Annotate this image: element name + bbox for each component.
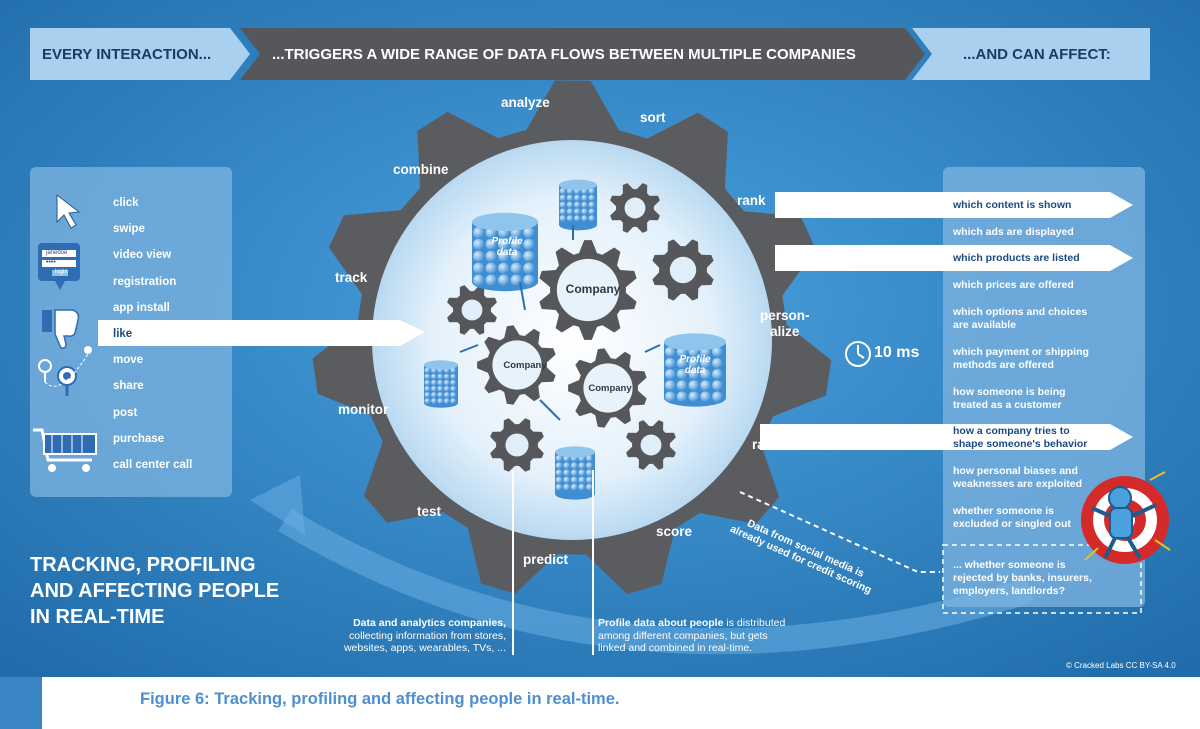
effect-item: how personal biases and weaknesses are e…: [953, 465, 1082, 490]
verb-rank: rank: [737, 193, 766, 208]
cycle-arrow: [278, 508, 1034, 655]
profile-data-label-right: Profile data: [679, 354, 711, 376]
effect-item: which ads are displayed: [953, 226, 1074, 238]
verb-track: track: [335, 270, 368, 285]
verb-combine: combine: [393, 162, 449, 177]
note-profiles-rest: is distributed among different companies…: [598, 617, 786, 654]
small-gear-left-hub: [461, 299, 483, 321]
effect-item: which products are listed: [953, 252, 1080, 264]
social-media-dashed-arrow: [739, 491, 940, 573]
data-cylinder-small-left: [424, 360, 458, 408]
banner-right-label: ...AND CAN AFFECT:: [963, 46, 1111, 63]
effect-item: which options and choices are available: [953, 306, 1088, 331]
target-icon: [1081, 471, 1171, 564]
figure-canvas: EVERY INTERACTION... ...TRIGGERS A WIDE …: [0, 0, 1200, 677]
data-cylinder-bottom: [555, 446, 595, 500]
company-label-large: Company: [565, 282, 621, 296]
company-label-left: Company: [503, 360, 547, 371]
login-username: janedoe: [46, 250, 68, 256]
interaction-purchase: purchase: [113, 433, 165, 445]
verb-test: test: [417, 504, 442, 519]
cycle-arrow-head: [250, 475, 305, 535]
interaction-call-center-call: call center call: [113, 459, 193, 471]
verb-personalize: person- alize: [760, 308, 810, 339]
cylinders: [424, 179, 726, 500]
thumbs-down-icon: [42, 309, 80, 349]
verb-rate: rate: [752, 437, 777, 452]
interaction-video-view: video view: [113, 249, 172, 261]
company-gear-right-hub: [583, 363, 633, 413]
caption-accent-bar: [0, 677, 42, 729]
small-gear-bottom-right-hub: [640, 434, 662, 456]
rejection-dashed-box: [942, 544, 1142, 614]
small-gear-top-hub: [624, 197, 646, 219]
verb-predict: predict: [523, 552, 569, 567]
verb-sort: sort: [640, 110, 666, 125]
company-gear-large-hub: [556, 258, 620, 322]
verb-analyze: analyze: [501, 95, 550, 110]
small-gears: [447, 183, 714, 472]
connectors: [459, 225, 661, 421]
interaction-click: click: [113, 197, 139, 209]
clock-icon: [845, 341, 871, 367]
banner-left-shape: [30, 28, 250, 80]
effect-item: how someone is being treated as a custom…: [953, 386, 1066, 411]
interaction-registration: registration: [113, 276, 177, 288]
effect-arrow-3: [760, 424, 1133, 450]
banner-left-label: EVERY INTERACTION...: [42, 46, 212, 63]
effect-item: whether someone is excluded or singled o…: [953, 505, 1071, 530]
banner-middle-label: ...TRIGGERS A WIDE RANGE OF DATA FLOWS B…: [272, 46, 856, 63]
verb-score: score: [656, 524, 693, 539]
effect-item: which prices are offered: [953, 279, 1074, 291]
note-companies: Data and analytics companies,collecting …: [300, 617, 506, 655]
interaction-app-install: app install: [113, 302, 170, 314]
shopping-cart-icon: [33, 428, 97, 472]
effect-arrow-1: [775, 192, 1133, 218]
profile-data-label-left: Profile data: [491, 236, 523, 258]
note-companies-rest: collecting information from stores, webs…: [343, 629, 506, 655]
figure-graphics: [0, 0, 1200, 677]
banner-middle-shape: [240, 28, 925, 80]
interaction-swipe: swipe: [113, 223, 145, 235]
timing-label: 10 ms: [874, 344, 920, 361]
note-companies-bold: Data and analytics companies,: [353, 617, 506, 629]
like-arrow: [98, 320, 425, 346]
effect-item: which payment or shipping methods are of…: [953, 346, 1089, 371]
login-button: login: [55, 269, 68, 275]
data-cylinder-top: [559, 179, 597, 231]
effect-item: which content is shown: [953, 199, 1072, 211]
note-profiles: Profile data about people is distributed…: [598, 617, 785, 655]
login-form-icon: [38, 243, 80, 290]
interaction-move: move: [113, 354, 144, 366]
verb-monitor: monitor: [338, 402, 389, 417]
small-gear-bottom-hub: [505, 433, 529, 457]
figure-caption: Figure 6: Tracking, profiling and affect…: [140, 690, 620, 708]
cursor-icon: [56, 193, 81, 229]
login-password: ••••: [46, 259, 56, 266]
small-gear-right-hub: [669, 256, 697, 284]
note-profiles-bold: Profile data about people: [598, 617, 724, 629]
interaction-post: post: [113, 407, 138, 419]
location-pins-icon: [38, 346, 92, 396]
company-label-right: Company: [588, 383, 632, 394]
effect-item: how a company tries to shape someone's b…: [953, 425, 1088, 450]
interaction-like: like: [113, 328, 133, 340]
credit-line: © Cracked Labs CC BY-SA 4.0: [1066, 661, 1176, 670]
profile-data-cylinder-right: [664, 333, 726, 407]
interaction-share: share: [113, 380, 144, 392]
effect-arrow-2: [775, 245, 1133, 271]
banner-right-shape: [912, 28, 1150, 80]
company-gear-left-hub: [492, 340, 542, 390]
headline: TRACKING, PROFILING AND AFFECTING PEOPLE…: [30, 554, 280, 628]
effect-item: ... whether someone is rejected by banks…: [953, 559, 1092, 597]
